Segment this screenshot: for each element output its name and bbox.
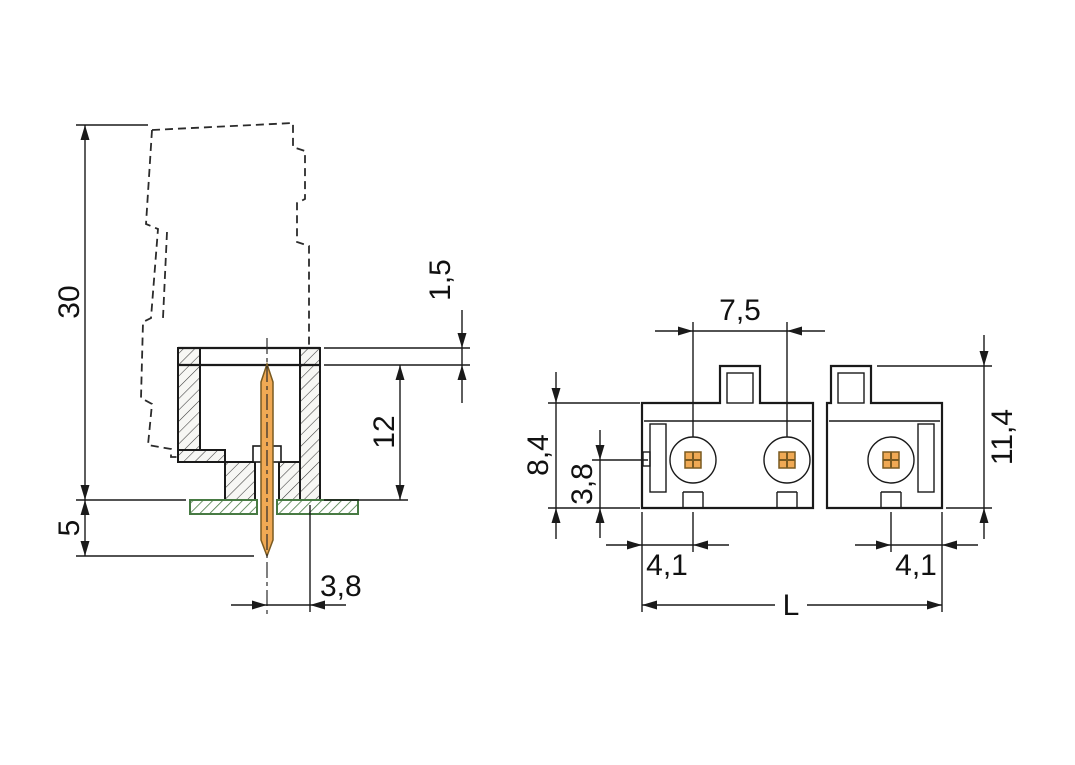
dim-30: 30 <box>53 124 186 501</box>
plug-outline-top-right <box>151 122 310 348</box>
dim-label-1-5: 1,5 <box>424 259 457 301</box>
dim-label-30: 30 <box>53 285 86 318</box>
dim-L: L <box>642 589 942 622</box>
dim-label-4-1-left: 4,1 <box>646 549 688 582</box>
dim-label-8-4: 8,4 <box>522 434 555 476</box>
screw-channel <box>776 491 798 508</box>
latch-tab-inner <box>726 372 754 404</box>
segment-left-outline <box>640 364 815 510</box>
housing-right-wall <box>299 347 321 501</box>
dim-label-3-8-front: 3,8 <box>566 463 599 505</box>
dim-8-4: 8,4 <box>522 372 640 539</box>
dim-3-8-side: 3,8 <box>231 505 362 612</box>
side-view: 30 5 1,5 12 3,8 <box>53 122 470 616</box>
plug-outline-inner <box>162 231 168 319</box>
mating-plug-dashed-outline <box>140 122 310 458</box>
pcb-left <box>189 499 258 515</box>
housing-left-wall <box>177 347 201 451</box>
housing-section <box>177 346 321 501</box>
dim-7-5: 7,5 <box>655 294 825 437</box>
dim-11-4: 11,4 <box>877 335 1019 539</box>
dim-label-L: L <box>783 589 800 622</box>
dim-label-7-5: 7,5 <box>719 294 761 327</box>
dim-4-1-right: 4,1 <box>855 512 978 612</box>
housing-bottom-right <box>278 461 301 501</box>
housing-left-step <box>177 449 226 463</box>
screw-channel <box>682 491 704 508</box>
pcb-right <box>276 499 359 515</box>
housing-segment-left <box>640 364 815 510</box>
dim-label-4-1-right: 4,1 <box>895 549 937 582</box>
screw-channel <box>880 491 902 508</box>
front-view: 7,5 8,4 3,8 11,4 <box>522 294 1019 622</box>
dim-label-3-8-side: 3,8 <box>320 570 362 603</box>
left-slot-notch <box>642 451 651 467</box>
right-slot <box>917 423 935 493</box>
dim-label-12: 12 <box>368 415 401 448</box>
screw-circle <box>867 436 915 484</box>
housing-bottom-left <box>224 461 256 501</box>
dim-4-1-left: 4,1 <box>606 512 729 612</box>
segment-right-outline <box>825 364 944 510</box>
dim-label-11-4: 11,4 <box>986 409 1019 465</box>
latch-tab-inner <box>837 372 865 404</box>
dim-5: 5 <box>53 500 254 557</box>
pcb-board <box>189 499 359 515</box>
dim-3-8-front: 3,8 <box>566 430 648 538</box>
dim-label-5: 5 <box>53 520 86 537</box>
housing-segment-right <box>825 364 944 510</box>
contact-screws <box>669 436 915 508</box>
dim-1-5: 1,5 <box>324 259 470 403</box>
screw-3 <box>867 436 915 508</box>
dim-12: 12 <box>324 365 408 501</box>
